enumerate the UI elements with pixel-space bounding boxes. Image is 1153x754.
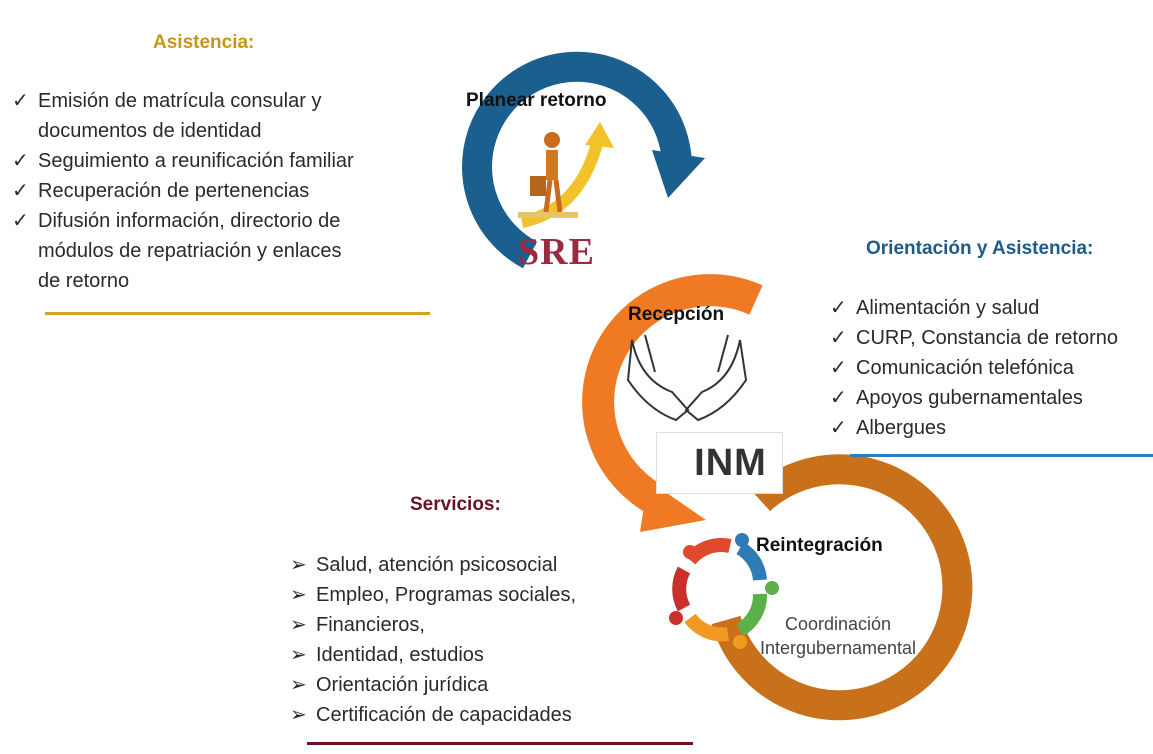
sre-logo: SRE (518, 231, 595, 273)
list-item-text: Recuperación de pertenencias (38, 180, 310, 202)
orientacion-list: ✓ Alimentación y salud ✓ CURP, Constancia d… (828, 293, 1153, 443)
list-item-text: Comunicación telefónica (856, 357, 1074, 379)
orientacion-title: Orientación y Asistencia: (866, 238, 1094, 259)
check-icon: ✓ (830, 327, 847, 349)
list-item-text: Financieros, (316, 614, 425, 636)
reintegracion-ring (711, 454, 973, 721)
planear-arrowhead (652, 150, 705, 198)
list-item-text: Salud, atención psicosocial (316, 554, 558, 576)
recepcion-ring (582, 274, 763, 519)
list-item: ✓ Alimentación y salud (828, 293, 1153, 323)
list-item: ✓ Seguimiento a reunificación familiar (10, 146, 430, 176)
arrow-bullet-icon: ➢ (290, 674, 307, 696)
asistencia-list: ✓ Emisión de matrícula consular y document… (10, 86, 430, 296)
list-item-text: Apoyos gubernamentales (856, 387, 1083, 409)
list-item: de retorno (10, 266, 430, 296)
stage-planear-label: Planear retorno (466, 90, 607, 111)
list-item-text: Orientación jurídica (316, 674, 489, 696)
stage-recepcion-label: Recepción (628, 304, 725, 325)
list-item-text: de retorno (38, 270, 130, 292)
list-item: ➢ Orientación jurídica (288, 670, 688, 700)
coordinacion-line1: Coordinación (784, 614, 892, 634)
check-icon: ✓ (12, 180, 29, 202)
stage-reintegracion-label: Reintegración (756, 535, 883, 556)
list-item-text: documentos de identidad (38, 120, 262, 142)
check-icon: ✓ (12, 210, 29, 232)
servicios-underline (307, 742, 693, 745)
check-icon: ✓ (12, 90, 29, 112)
servicios-title: Servicios: (410, 494, 501, 515)
list-item-text: CURP, Constancia de retorno (856, 327, 1118, 349)
list-item-text: Difusión información, directorio de (38, 210, 341, 232)
list-item-text: Certificación de capacidades (316, 704, 572, 726)
list-item: módulos de repatriación y enlaces (10, 236, 430, 266)
check-icon: ✓ (12, 150, 29, 172)
check-icon: ✓ (830, 417, 847, 439)
list-item: ✓ Albergues (828, 413, 1153, 443)
list-item-text: módulos de repatriación y enlaces (38, 240, 342, 262)
list-item: ✓ Difusión información, directorio de (10, 206, 430, 236)
check-icon: ✓ (830, 387, 847, 409)
inm-logo: INM (656, 432, 783, 494)
coordinacion-note: Coordinación Intergubernamental (738, 612, 938, 660)
list-item-text: Seguimiento a reunificación familiar (38, 150, 354, 172)
team-circle-icon (669, 533, 779, 649)
arrow-bullet-icon: ➢ (290, 704, 307, 726)
orientacion-underline (850, 454, 1153, 457)
climbing-person-arrow-icon (518, 122, 614, 228)
list-item-text: Empleo, Programas sociales, (316, 584, 577, 606)
list-item: ➢ Certificación de capacidades (288, 700, 688, 730)
list-item-text: Identidad, estudios (316, 644, 484, 666)
planear-ring (462, 51, 692, 269)
check-icon: ✓ (830, 357, 847, 379)
list-item: ✓ Recuperación de pertenencias (10, 176, 430, 206)
list-item: ➢ Financieros, (288, 610, 688, 640)
arrow-bullet-icon: ➢ (290, 644, 307, 666)
arrow-bullet-icon: ➢ (290, 554, 307, 576)
list-item-text: Albergues (856, 417, 947, 439)
servicios-list: ➢ Salud, atención psicosocial ➢ Empleo, Pro… (288, 550, 688, 730)
asistencia-title: Asistencia: (153, 32, 255, 53)
list-item: ➢ Salud, atención psicosocial (288, 550, 688, 580)
open-hands-icon (626, 334, 748, 422)
arrow-bullet-icon: ➢ (290, 614, 307, 636)
list-item: ➢ Identidad, estudios (288, 640, 688, 670)
list-item-text: Alimentación y salud (856, 297, 1040, 319)
list-item: ➢ Empleo, Programas sociales, (288, 580, 688, 610)
coordinacion-line2: Intergubernamental (759, 638, 917, 658)
list-item: ✓ Comunicación telefónica (828, 353, 1153, 383)
inm-logo-text: INM (694, 441, 767, 484)
list-item: ✓ Apoyos gubernamentales (828, 383, 1153, 413)
check-icon: ✓ (830, 297, 847, 319)
list-item: documentos de identidad (10, 116, 430, 146)
list-item-text: Emisión de matrícula consular y (38, 90, 322, 112)
list-item: ✓ CURP, Constancia de retorno (828, 323, 1153, 353)
list-item: ✓ Emisión de matrícula consular y (10, 86, 430, 116)
arrow-bullet-icon: ➢ (290, 584, 307, 606)
asistencia-underline (45, 312, 430, 315)
